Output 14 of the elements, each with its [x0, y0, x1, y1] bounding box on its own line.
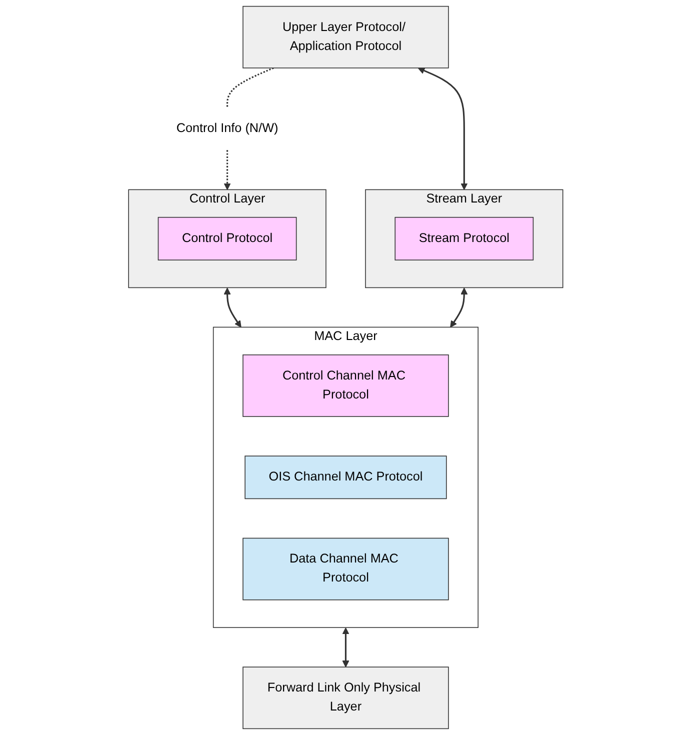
- node-box: Control Channel MAC Protocol: [242, 354, 449, 417]
- node-box: Stream Protocol: [394, 216, 534, 260]
- connector: [226, 67, 274, 108]
- node-box: Data Channel MAC Protocol: [242, 538, 449, 600]
- arrow: [224, 288, 242, 328]
- arrow: [224, 150, 231, 190]
- node-box: Upper Layer Protocol/ Application Protocol: [242, 6, 449, 68]
- arrow: [342, 628, 349, 668]
- arrow: [418, 67, 468, 190]
- arrow: [450, 288, 468, 328]
- node-text: Control Info (N/W): [176, 122, 278, 136]
- node-box: OIS Channel MAC Protocol: [244, 456, 447, 500]
- node-box: Control Protocol: [158, 216, 296, 260]
- node-box: Forward Link Only Physical Layer: [242, 666, 449, 730]
